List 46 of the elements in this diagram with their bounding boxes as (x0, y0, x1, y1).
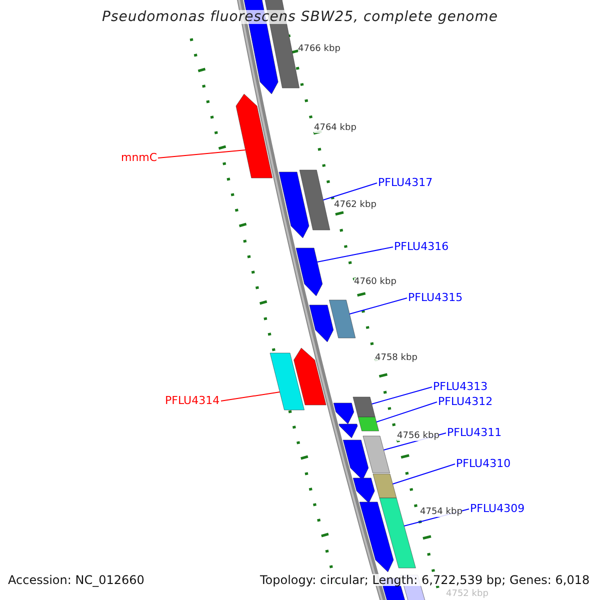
gene-block (236, 94, 273, 178)
gene-block (333, 402, 354, 424)
kbp-label: 4754 kbp (420, 508, 462, 516)
kbp-label: 4752 kbp (446, 590, 488, 598)
gene-block (379, 498, 416, 568)
gene-label: PFLU4312 (438, 396, 493, 406)
gene-block (338, 424, 358, 438)
leader-line (371, 386, 432, 404)
gene-block (294, 348, 326, 406)
leader-line (349, 298, 408, 314)
title: Pseudomonas fluorescens SBW25, complete genome (102, 10, 498, 24)
accession-text: Accession: NC_012660 (8, 574, 144, 586)
leader-line (322, 182, 378, 200)
gene-block (278, 172, 310, 238)
gene-label: PFLU4317 (378, 176, 433, 188)
gene-block (296, 248, 323, 296)
leader-line (220, 392, 280, 402)
gene-block (358, 416, 379, 432)
gene-label: PFLU4316 (394, 240, 449, 252)
gene-block (299, 170, 330, 230)
gene-block (352, 478, 375, 504)
genome-summary-text: Topology: circular; Length: 6,722,539 bp; Genes: 6,018 (260, 574, 590, 586)
gene-block (329, 300, 356, 338)
kbp-label: 4760 kbp (354, 278, 396, 286)
leader-line (376, 402, 438, 422)
gene-label: PFLU4310 (456, 458, 511, 468)
gene-block (362, 436, 390, 474)
gene-block (372, 474, 397, 498)
kbp-label: 4766 kbp (298, 44, 340, 54)
kbp-label: 4756 kbp (397, 432, 440, 440)
kbp-label: 4762 kbp (334, 200, 376, 210)
gene-label: PFLU4315 (408, 292, 463, 302)
gene-label: PFLU4313 (433, 380, 488, 392)
gene-label: mnmC (121, 152, 158, 162)
gene-block (270, 352, 304, 410)
gene-block (359, 502, 394, 572)
leader-line (316, 246, 394, 262)
gene-block (309, 304, 334, 342)
gene-label: PFLU4314 (165, 394, 220, 406)
leader-line (158, 150, 246, 158)
gene-label: PFLU4309 (470, 502, 525, 514)
kbp-label: 4758 kbp (375, 354, 418, 362)
gene-block (352, 396, 376, 418)
gene-label: PFLU4311 (447, 426, 502, 438)
leader-line (392, 464, 456, 484)
kbp-label: 4764 kbp (314, 124, 356, 132)
